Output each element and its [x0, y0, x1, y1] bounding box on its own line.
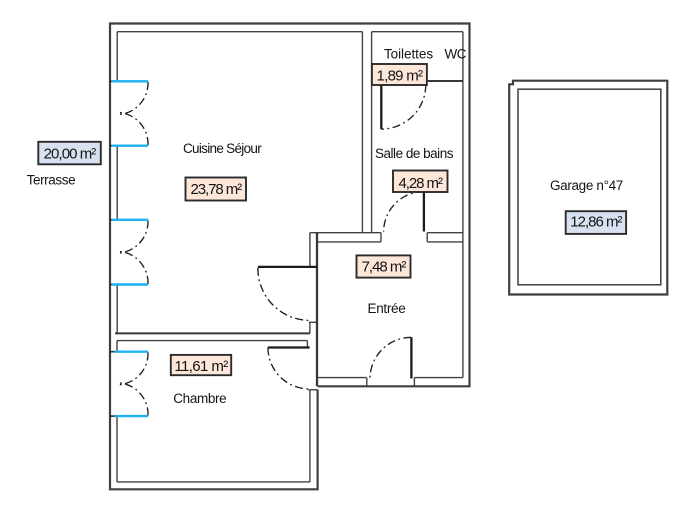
svg-text:4,28 m²: 4,28 m² [398, 175, 442, 192]
svg-text:WC: WC [445, 46, 467, 61]
svg-text:Garage n°47: Garage n°47 [550, 178, 623, 193]
svg-text:Entrée: Entrée [368, 301, 406, 316]
svg-text:7,48 m²: 7,48 m² [362, 258, 407, 275]
svg-text:11,61 m²: 11,61 m² [174, 358, 228, 375]
svg-text:Salle de bains: Salle de bains [375, 146, 454, 161]
svg-text:23,78 m²: 23,78 m² [191, 181, 243, 198]
svg-text:Terrasse: Terrasse [27, 172, 76, 187]
svg-text:1,89 m²: 1,89 m² [377, 67, 423, 84]
svg-text:Chambre: Chambre [173, 391, 226, 406]
svg-text:Cuisine Séjour: Cuisine Séjour [183, 141, 262, 156]
svg-text:Toilettes: Toilettes [384, 46, 433, 61]
svg-text:20,00 m²: 20,00 m² [44, 146, 97, 163]
svg-text:12,86 m²: 12,86 m² [570, 213, 622, 230]
